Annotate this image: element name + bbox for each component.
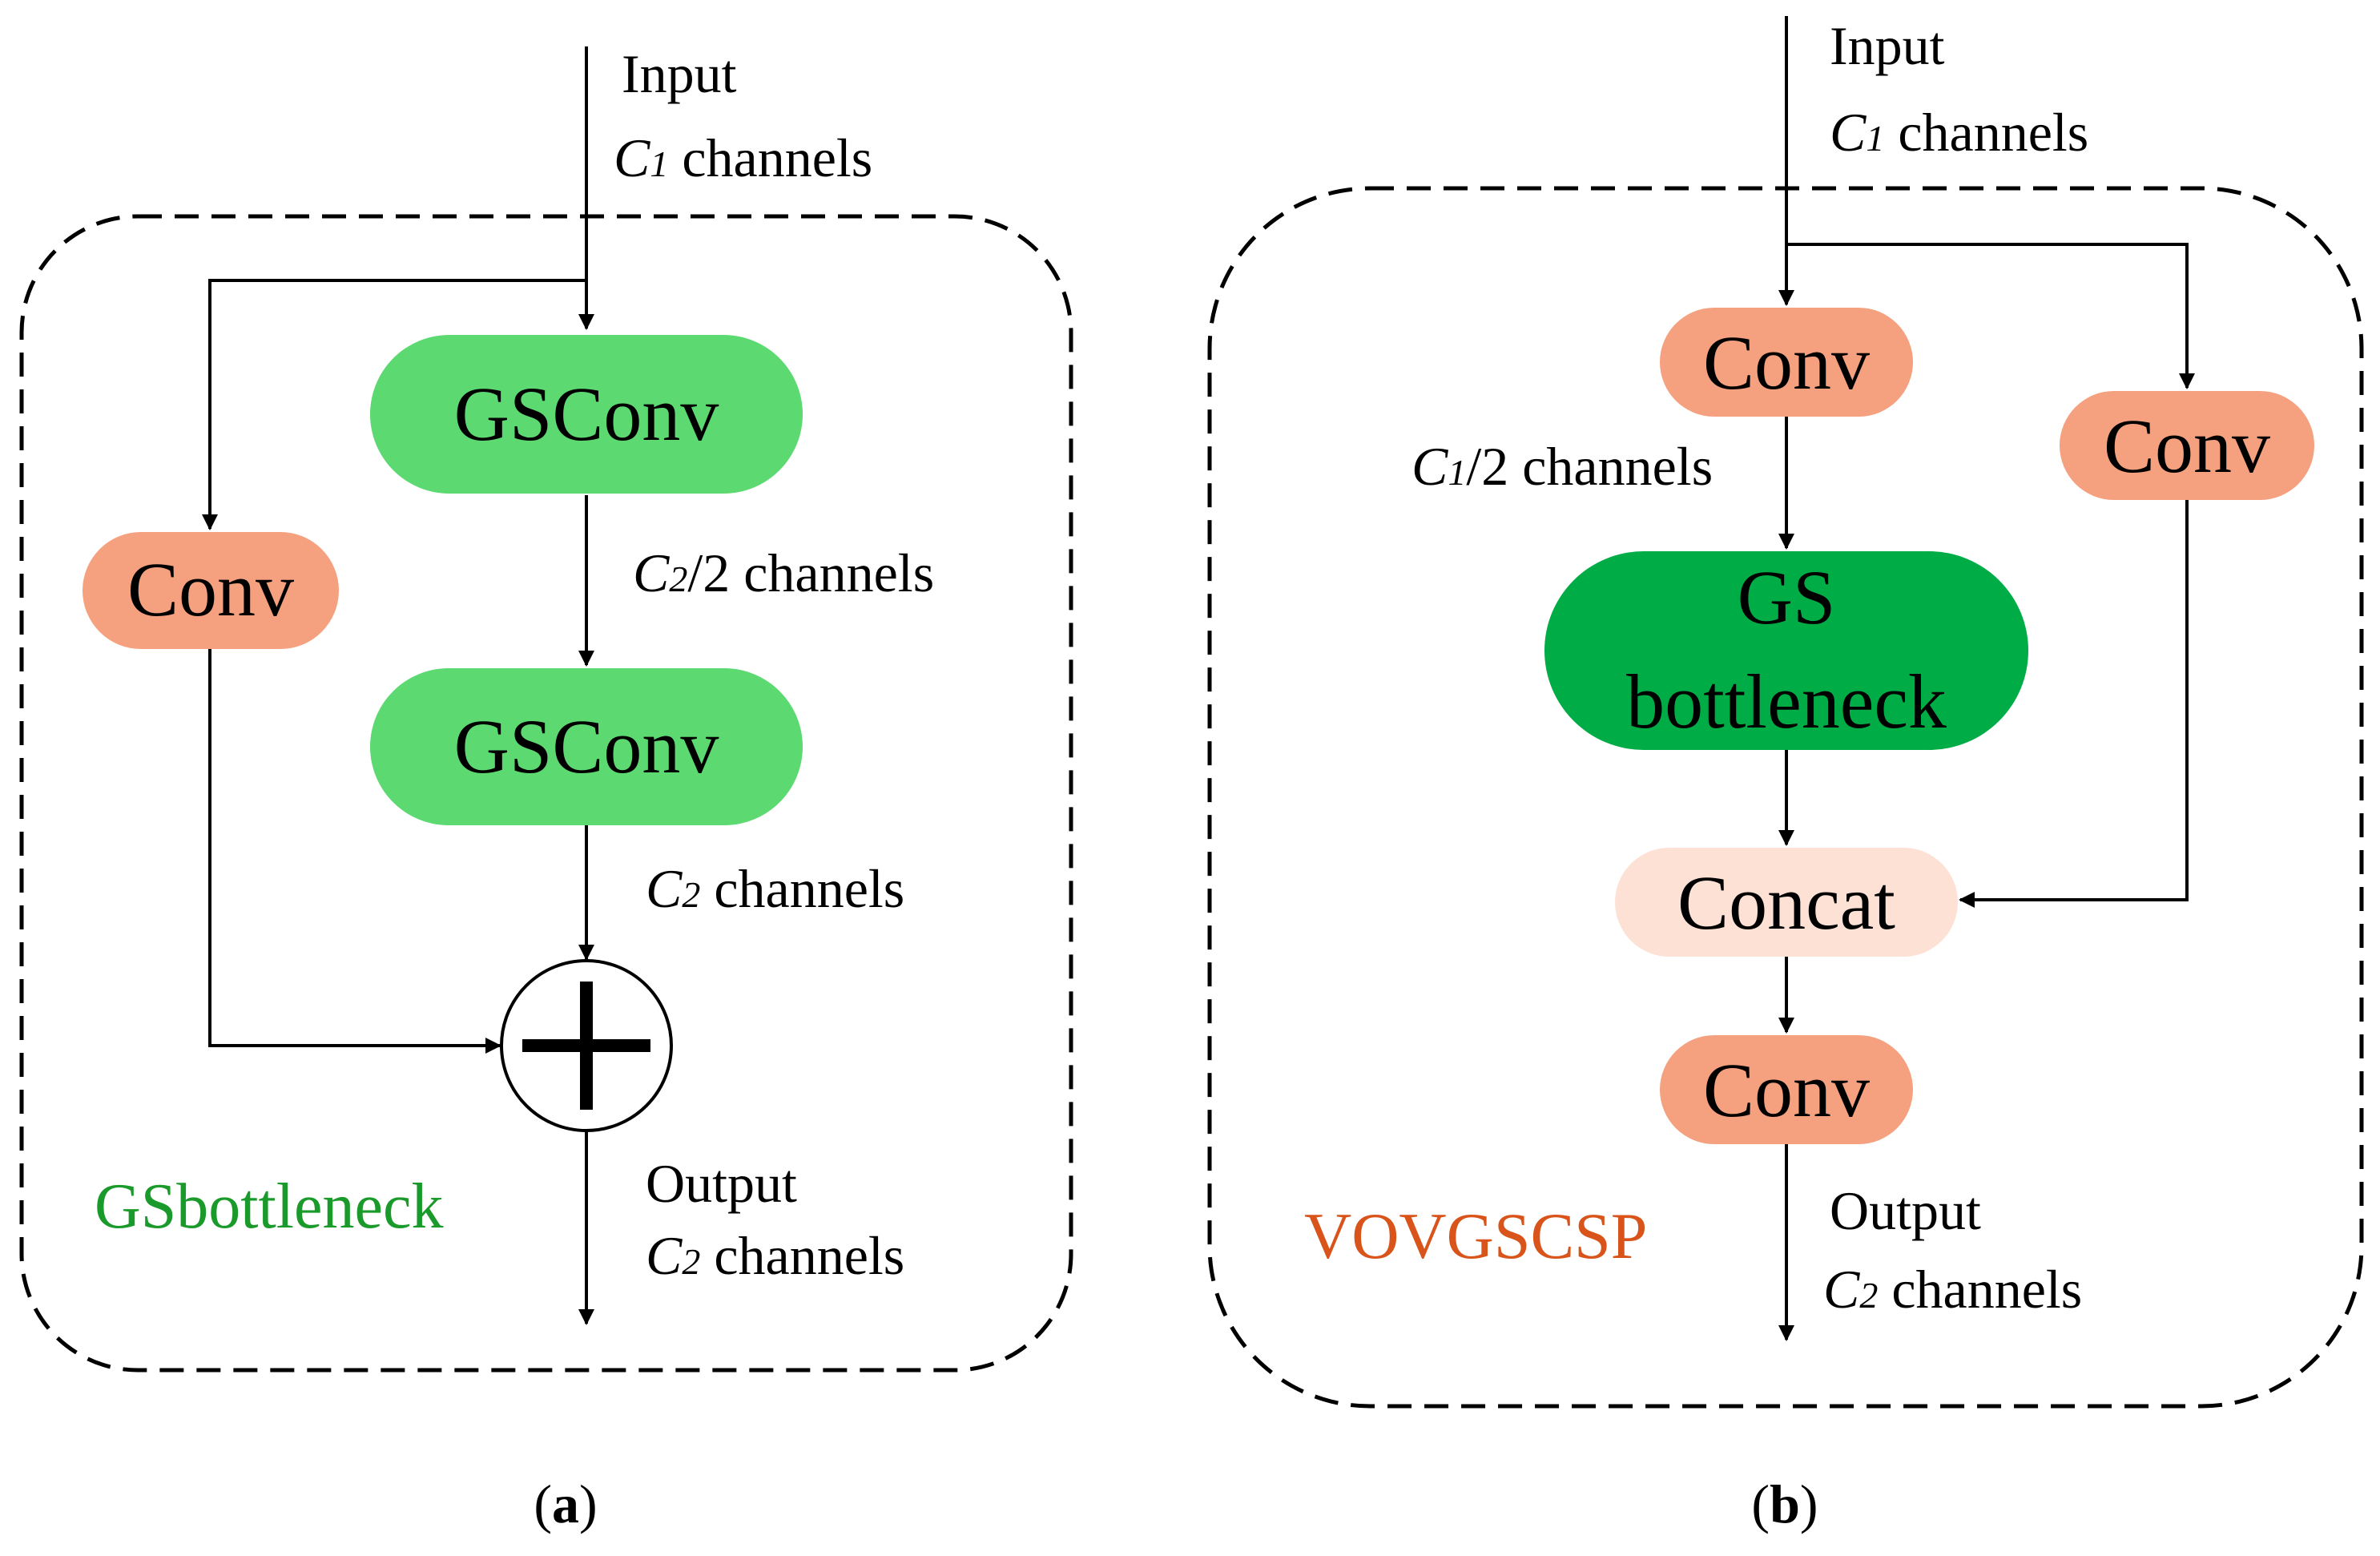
gs-bottleneck-label-line1: GS [1738, 554, 1836, 640]
output-channels-b: C2 channels [1823, 1259, 2082, 1320]
conv-to-add-arrow [208, 649, 501, 1054]
gsconv-bottom-label: GSConv [454, 703, 719, 789]
output-label-b: Output [1830, 1180, 1981, 1241]
panel-a: GSConv GSConv Conv Input C1 channels C2/… [19, 43, 1073, 1534]
conv-right-node-b [2060, 391, 2314, 500]
gsconv-top-node [370, 335, 803, 494]
conv-bottom-node-b [1660, 1035, 1913, 1144]
half-channels-b: C1/2 channels [1411, 436, 1713, 497]
right-branch-arrow-b [1786, 243, 2195, 389]
gsbottleneck-boundary [19, 214, 1073, 1373]
gs-bottleneck-node [1544, 551, 2028, 750]
add-circle-icon [500, 959, 673, 1132]
input-label-b: Input [1830, 15, 1945, 76]
conv-label-a: Conv [127, 546, 294, 632]
conv-right-label-b: Conv [2104, 403, 2270, 489]
concat-node [1615, 848, 1958, 957]
output-channels-a: C2 channels [646, 1225, 904, 1286]
conv-top-node-b [1660, 308, 1913, 417]
vovgscsp-title: VOVGSCSP [1304, 1199, 1647, 1272]
gsconv-bottom-node [370, 668, 803, 825]
after-channels-a: C2 channels [646, 858, 904, 919]
input-channels-a: C1 channels [614, 127, 872, 188]
conv-bottom-label-b: Conv [1703, 1047, 1870, 1133]
gs-bottleneck-label-line2: bottleneck [1626, 659, 1947, 744]
gsconv-top-label: GSConv [454, 371, 719, 457]
input-label-a: Input [622, 43, 737, 104]
gsbottleneck-title: GSbottleneck [95, 1171, 443, 1242]
mid-channels-a: C2/2 channels [633, 542, 934, 603]
caption-a: (a) [534, 1473, 597, 1534]
concat-label: Concat [1677, 860, 1895, 945]
panel-b: Conv Conv GS bottleneck Concat Conv Inpu… [1207, 15, 2364, 1534]
caption-b: (b) [1751, 1473, 1818, 1534]
skip-branch-arrow-a [202, 279, 586, 530]
conv-node-a [83, 532, 339, 649]
output-label-a: Output [646, 1153, 797, 1214]
input-channels-b: C1 channels [1830, 102, 2088, 163]
conv-top-label-b: Conv [1703, 320, 1870, 405]
right-conv-to-concat-arrow [1959, 500, 2189, 908]
